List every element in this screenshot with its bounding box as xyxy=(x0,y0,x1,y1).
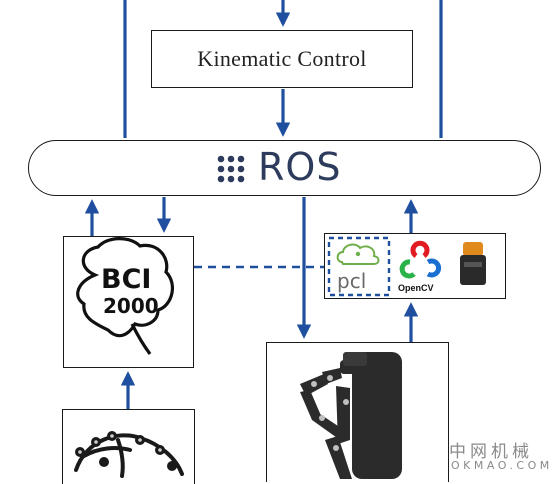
pcl-label: pcl xyxy=(337,269,367,293)
opencv-label: OpenCV xyxy=(398,283,434,293)
bci-version-label: 2000 xyxy=(103,294,159,318)
watermark-domain: OKMAO.COM xyxy=(451,459,553,472)
ros-label: ROS xyxy=(258,145,342,189)
ros-bus xyxy=(28,140,541,196)
kinematic-control-label: Kinematic Control xyxy=(197,46,367,71)
bci-label: BCI xyxy=(101,264,152,295)
eeg-headset-box xyxy=(62,409,195,484)
watermark-chinese: 中网机械 xyxy=(449,442,533,462)
ros-dots-icon xyxy=(217,155,245,183)
kinematic-control-box: Kinematic Control xyxy=(151,30,413,88)
